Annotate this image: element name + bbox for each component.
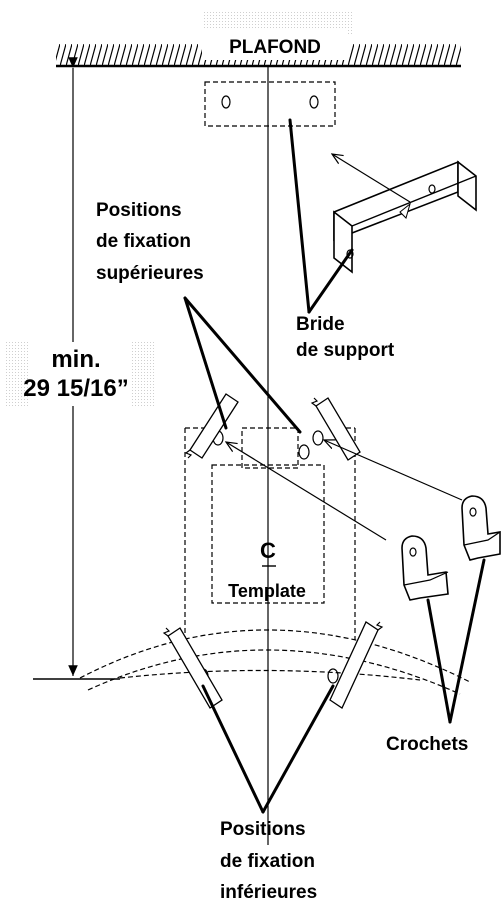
template-outline xyxy=(184,427,356,640)
lower-positions-line1: Positions xyxy=(220,819,306,840)
lower-tape-strips xyxy=(162,621,384,709)
base-arc xyxy=(79,629,471,695)
dimension-value: 29 15/16” xyxy=(23,375,128,402)
bracket-line2: de support xyxy=(296,340,395,361)
ceiling: PLAFOND xyxy=(56,10,461,68)
upper-positions-line1: Positions xyxy=(96,200,182,221)
lower-positions-line3: inférieures xyxy=(220,882,317,903)
hooks xyxy=(401,495,501,601)
upper-positions-line2: de fixation xyxy=(96,231,191,252)
dimension-line: min. 29 15/16” xyxy=(4,57,154,676)
lower-positions-line2: de fixation xyxy=(220,851,315,872)
ceiling-label: PLAFOND xyxy=(229,37,321,58)
ceiling-bracket-outline xyxy=(204,81,336,127)
leader-lines xyxy=(183,118,486,814)
upper-tape-strips xyxy=(184,393,361,461)
hooks-label: Crochets xyxy=(386,734,468,755)
centerline-symbol: C xyxy=(260,538,276,563)
mounting-bracket xyxy=(332,154,477,274)
bracket-line1: Bride xyxy=(296,314,345,335)
template-label: Template xyxy=(228,581,306,601)
dimension-min: min. xyxy=(51,346,100,373)
upper-positions-line3: supérieures xyxy=(96,263,204,284)
